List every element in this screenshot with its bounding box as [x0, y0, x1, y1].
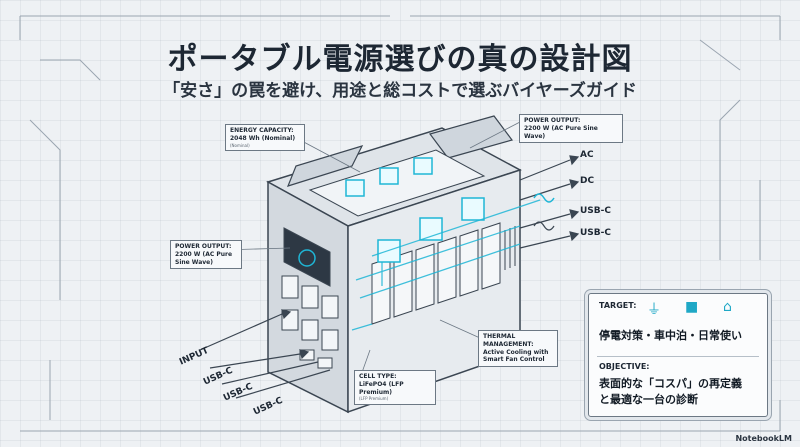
page-title: ポータブル電源選びの真の設計図	[0, 34, 800, 78]
output-dc-label: DC	[580, 176, 594, 186]
cell-type-label: CELL TYPE: LiFePO4 (LFP Premium) (LFP Pr…	[354, 370, 436, 405]
home-icon: ⌂	[723, 299, 732, 315]
power-station-body	[268, 116, 540, 412]
objective-heading: OBJECTIVE:	[599, 362, 650, 371]
page-subtitle: 「安さ」の罠を避け、用途と総コストで選ぶバイヤーズガイド	[0, 76, 800, 101]
target-text: 停電対策・車中泊・日常使い	[599, 328, 742, 343]
objective-line-1: 表面的な「コスパ」の再定義	[599, 376, 742, 391]
output-arrows	[520, 156, 578, 248]
camper-van-icon: ■	[685, 299, 698, 315]
plug-icon: ⏚	[647, 299, 661, 319]
energy-capacity-label: ENERGY CAPACITY: 2048 Wh (Nominal) (Nomi…	[225, 124, 305, 151]
objective-line-2: と最適な一台の診断	[599, 392, 698, 407]
thermal-management-label: THERMAL MANAGEMENT: Active Cooling with …	[478, 330, 558, 367]
power-output-left-label: POWER OUTPUT: 2200 W (AC Pure Sine Wave)	[170, 240, 242, 269]
panel-divider	[597, 356, 759, 357]
output-usbc-2-label: USB-C	[580, 228, 611, 238]
output-usbc-1-label: USB-C	[580, 206, 611, 216]
notebooklm-watermark: NotebookLM	[735, 434, 792, 443]
target-objective-panel: TARGET: ⏚ ■ ⌂ 停電対策・車中泊・日常使い OBJECTIVE: 表…	[588, 293, 768, 417]
power-output-top-label: POWER OUTPUT: 2200 W (AC Pure Sine Wave)	[519, 114, 623, 143]
target-heading: TARGET:	[599, 301, 636, 310]
output-ac-label: AC	[580, 150, 594, 160]
